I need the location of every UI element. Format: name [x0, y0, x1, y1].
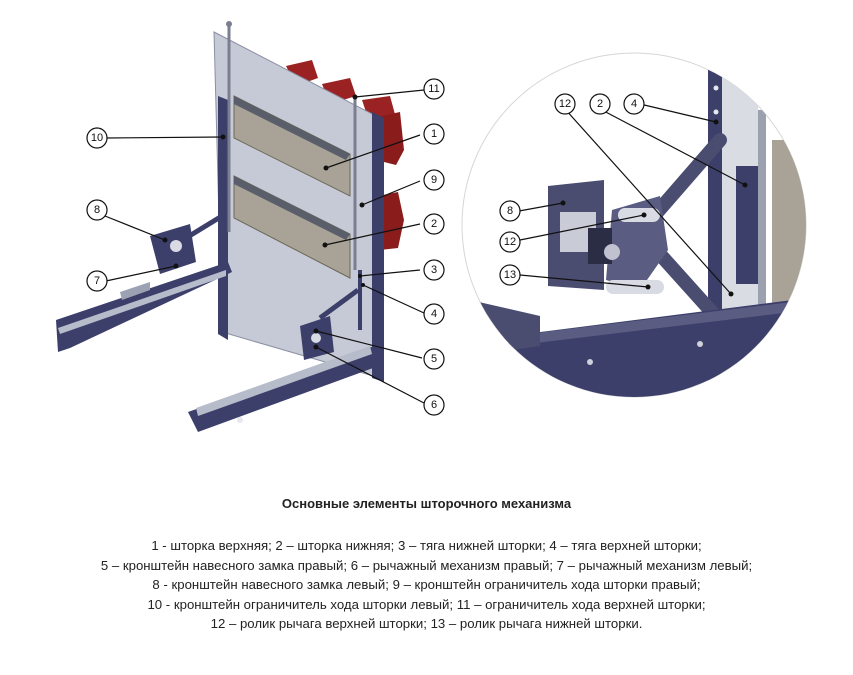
shutter-mechanism-figure: 11 1 9 2 3 4 5 6 7 8 10: [56, 21, 807, 432]
callout-2: 2: [423, 213, 445, 235]
callout-5: 5: [423, 348, 445, 370]
legend-line: 5 – кронштейн навесного замка правый; 6 …: [100, 557, 753, 573]
detail-callout-2: 2: [589, 93, 611, 115]
svg-text:2: 2: [431, 218, 437, 230]
svg-text:12: 12: [559, 98, 571, 110]
svg-text:2: 2: [597, 98, 603, 110]
callout-leaders: [104, 88, 435, 404]
svg-text:1: 1: [431, 128, 437, 140]
detail-view: 12 2 4 8 12 13: [461, 52, 807, 398]
callout-8: 8: [86, 199, 108, 221]
detail-callout-4: 4: [623, 93, 645, 115]
svg-text:7: 7: [94, 275, 100, 287]
svg-text:8: 8: [507, 205, 513, 217]
callout-10: 10: [86, 127, 108, 149]
detail-callout-13: 13: [499, 264, 521, 286]
detail-callout-8: 8: [499, 200, 521, 222]
svg-text:3: 3: [431, 264, 437, 276]
svg-text:4: 4: [631, 98, 637, 110]
svg-text:4: 4: [431, 308, 437, 320]
legend-line: 1 - шторка верхняя; 2 – шторка нижняя; 3…: [151, 538, 702, 553]
assembly-drawing: [56, 21, 404, 432]
detail-callout-12b: 12: [499, 231, 521, 253]
callout-11: 11: [423, 78, 445, 100]
svg-text:8: 8: [94, 204, 100, 216]
svg-text:5: 5: [431, 353, 437, 365]
svg-text:9: 9: [431, 174, 437, 186]
figure-caption-title: Основные элементы шторочного механизма: [281, 496, 572, 511]
svg-text:11: 11: [428, 83, 439, 95]
callout-1: 1: [423, 123, 445, 145]
callout-9: 9: [423, 169, 445, 191]
callout-4: 4: [423, 303, 445, 325]
detail-callout-12a: 12: [554, 93, 576, 115]
svg-text:6: 6: [431, 399, 437, 411]
svg-text:10: 10: [91, 132, 103, 144]
left-rail: [56, 262, 232, 352]
legend-line: 8 - кронштейн навесного замка левый; 9 –…: [152, 577, 701, 592]
svg-text:12: 12: [504, 236, 516, 248]
legend-line: 10 - кронштейн ограничитель хода шторки …: [147, 596, 706, 612]
figure-legend: 1 - шторка верхняя; 2 – шторка нижняя; 3…: [0, 536, 853, 634]
callout-7: 7: [86, 270, 108, 292]
legend-line: 12 – ролик рычага верхней шторки; 13 – р…: [210, 616, 643, 631]
svg-text:13: 13: [504, 269, 516, 281]
callout-6: 6: [423, 394, 445, 416]
callout-3: 3: [423, 259, 445, 281]
right-frame-post: [372, 112, 384, 382]
